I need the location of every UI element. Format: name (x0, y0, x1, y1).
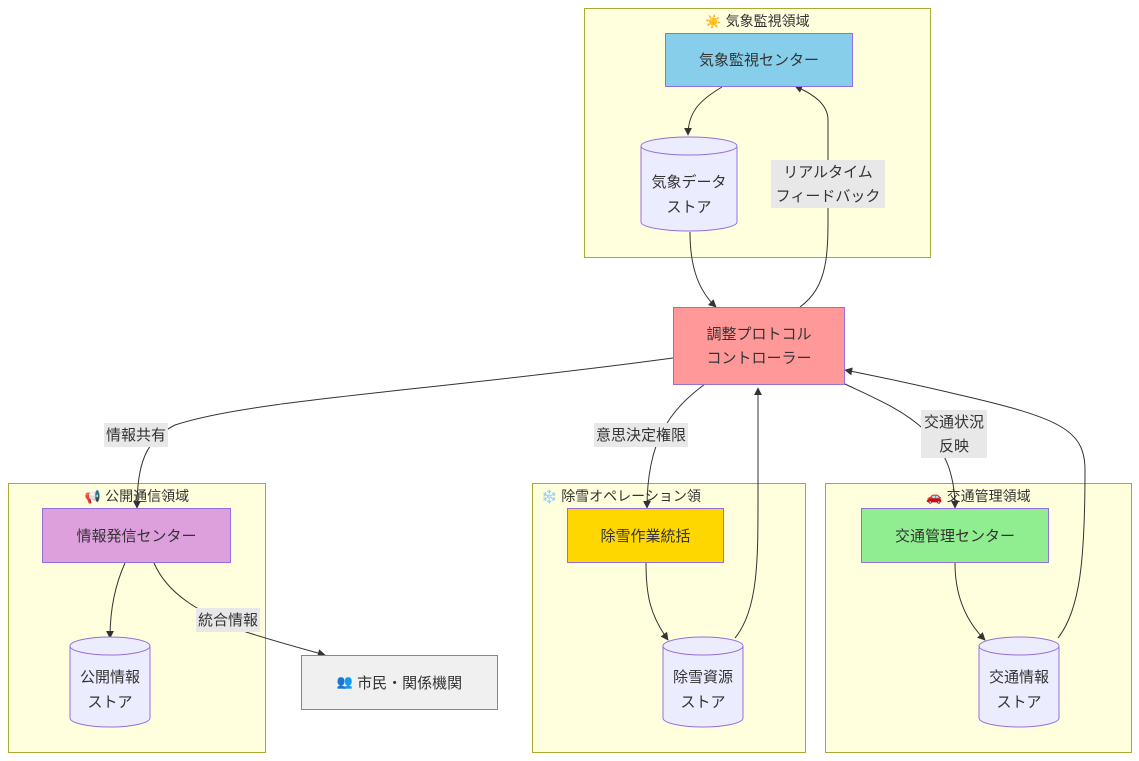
traffic-store-cylinder (978, 636, 1060, 728)
edge-label-feedback-line2: フィードバック (775, 187, 881, 205)
edge-label-decision-text: 意思決定権限 (596, 426, 687, 444)
controller-label: 調整プロトコル コントローラー (706, 322, 811, 370)
snow-store-label-line2: ストア (680, 693, 726, 711)
edge-controller-to-traffic-center (844, 383, 959, 509)
weather-center-node[interactable]: 気象監視センター (665, 33, 853, 87)
cluster-weather-label: 気象監視領域 (725, 14, 810, 30)
cluster-weather-title: ☀️気象監視領域 (585, 11, 930, 31)
traffic-center-node[interactable]: 交通管理センター (861, 508, 1049, 563)
weather-store-label[interactable]: 気象データ ストア (641, 170, 737, 220)
edge-label-feedback-line1: リアルタイム (783, 163, 873, 181)
snowflake-icon: ❄️ (541, 490, 558, 505)
cluster-public-title: 📢公開通信領域 (9, 486, 265, 506)
cluster-traffic-title: 🚗交通管理領域 (826, 486, 1131, 506)
edge-info-center-to-public-store (106, 562, 126, 639)
snow-store-label-line1: 除雪資源 (672, 668, 733, 686)
controller-label-line2: コントローラー (706, 349, 812, 367)
snow-ops-label: 除雪作業統括 (600, 526, 691, 545)
edge-weather-store-to-controller (689, 231, 717, 308)
cluster-traffic-label: 交通管理領域 (946, 489, 1031, 505)
people-icon: 👥 (336, 674, 354, 690)
megaphone-icon: 📢 (84, 490, 102, 505)
edge-traffic-store-to-controller (844, 367, 1086, 639)
edge-snow-ops-to-store (645, 562, 669, 641)
info-center-node[interactable]: 情報発信センター (42, 508, 231, 563)
edge-label-decision: 意思決定権限 (594, 423, 689, 447)
edge-label-integrated: 統合情報 (196, 608, 261, 632)
traffic-store-label[interactable]: 交通情報 ストア (979, 665, 1059, 715)
edge-weather-center-to-store (684, 86, 723, 136)
edge-snow-store-to-controller (734, 387, 762, 639)
public-store-cylinder (69, 636, 151, 728)
edge-label-traffic-line1: 交通状況 (923, 413, 984, 431)
public-store-label-line2: ストア (87, 693, 133, 711)
traffic-center-label: 交通管理センター (894, 526, 1015, 545)
weather-store-label-line1: 気象データ (651, 173, 727, 191)
traffic-store-label-line2: ストア (996, 693, 1042, 711)
edge-label-traffic: 交通状況 反映 (921, 410, 987, 458)
controller-node[interactable]: 調整プロトコル コントローラー (673, 307, 845, 385)
sun-icon: ☀️ (705, 15, 722, 30)
snow-store-cylinder (662, 636, 744, 728)
car-icon: 🚗 (926, 490, 943, 505)
snow-store-label[interactable]: 除雪資源 ストア (663, 665, 743, 715)
weather-store-label-line2: ストア (666, 198, 712, 216)
edge-label-traffic-line2: 反映 (938, 437, 969, 455)
citizens-label: 市民・関係機関 (357, 673, 463, 692)
info-center-label: 情報発信センター (76, 526, 197, 545)
controller-label-line1: 調整プロトコル (706, 325, 812, 343)
cluster-public-label: 公開通信領域 (105, 489, 190, 505)
edge-controller-to-info-center (133, 357, 674, 509)
citizens-node[interactable]: 👥 市民・関係機関 (301, 655, 498, 710)
edge-label-feedback: リアルタイム フィードバック (771, 160, 885, 208)
weather-store-cylinder (640, 136, 738, 232)
cluster-snow-label: 除雪オペレーション領 (561, 489, 701, 505)
edge-label-integrated-text: 統合情報 (198, 611, 259, 629)
public-store-label[interactable]: 公開情報 ストア (70, 665, 150, 715)
traffic-store-label-line1: 交通情報 (988, 668, 1049, 686)
snow-ops-node[interactable]: 除雪作業統括 (567, 508, 724, 563)
weather-center-label: 気象監視センター (698, 51, 819, 69)
public-store-label-line1: 公開情報 (79, 668, 140, 686)
cluster-snow-title: ❄️除雪オペレーション領 (541, 486, 701, 506)
edge-traffic-center-to-store (954, 562, 986, 641)
edge-label-info-share: 情報共有 (104, 423, 169, 447)
edge-label-info-share-text: 情報共有 (106, 426, 167, 444)
